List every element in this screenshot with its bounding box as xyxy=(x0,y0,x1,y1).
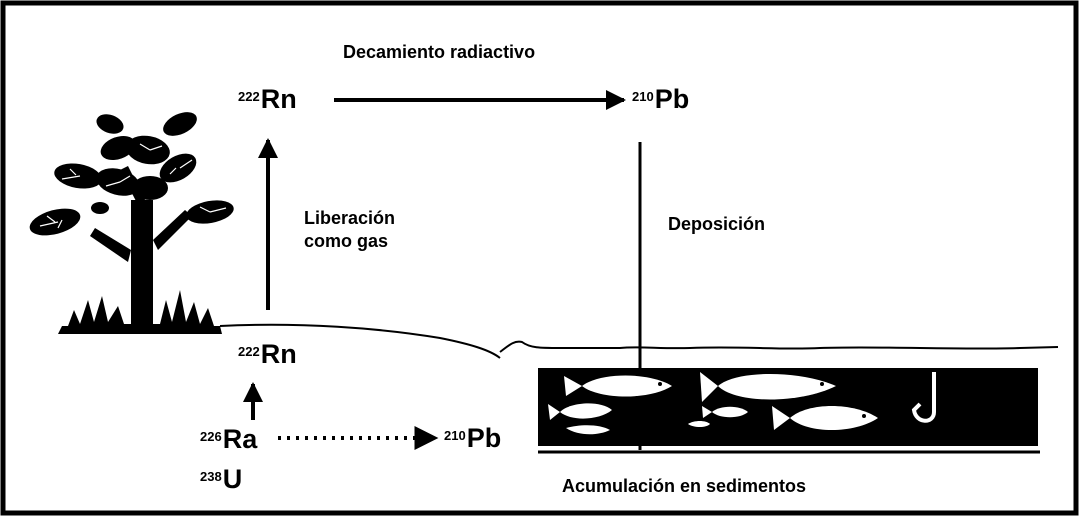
hook-icon xyxy=(911,372,936,423)
fish-icon xyxy=(566,425,610,435)
mass-number: 226 xyxy=(200,429,222,444)
ground-line xyxy=(219,323,501,359)
isotope-rn-ground: 222Rn xyxy=(238,339,297,369)
mass-number: 238 xyxy=(200,469,222,484)
release-label-line-2: como gas xyxy=(304,231,389,251)
title: Decamiento radiactivo xyxy=(343,42,536,62)
isotope-ra: 226Ra xyxy=(200,424,257,454)
element-symbol: Rn xyxy=(260,84,297,114)
element-symbol: Ra xyxy=(222,424,258,454)
element-symbol: Pb xyxy=(466,423,502,453)
element-symbol: U xyxy=(222,464,243,494)
isotope-pb-top: 210Pb xyxy=(632,84,689,114)
mass-number: 222 xyxy=(238,344,260,359)
isotope-rn-top: 222Rn xyxy=(238,84,297,114)
element-symbol: Rn xyxy=(260,339,297,369)
release-label-line-1: Liberación xyxy=(304,208,396,228)
fish-icon xyxy=(564,375,672,397)
fish-icon xyxy=(700,372,836,402)
mass-number: 210 xyxy=(444,428,466,443)
deposition-label: Deposición xyxy=(668,214,766,234)
fish-icon xyxy=(688,421,710,427)
water-surface-line xyxy=(499,340,1059,353)
element-symbol: Pb xyxy=(654,84,690,114)
fish-icons xyxy=(548,372,878,435)
tree-icon xyxy=(29,112,234,334)
isotope-u: 238U xyxy=(200,464,242,494)
accumulation-label: Acumulación en sedimentos xyxy=(562,476,807,496)
isotope-pb-sediment: 210Pb xyxy=(444,423,501,453)
fish-icon xyxy=(702,406,748,418)
mass-number: 210 xyxy=(632,89,654,104)
fish-icon xyxy=(548,403,612,420)
fish-icon xyxy=(772,406,878,430)
mass-number: 222 xyxy=(238,89,260,104)
